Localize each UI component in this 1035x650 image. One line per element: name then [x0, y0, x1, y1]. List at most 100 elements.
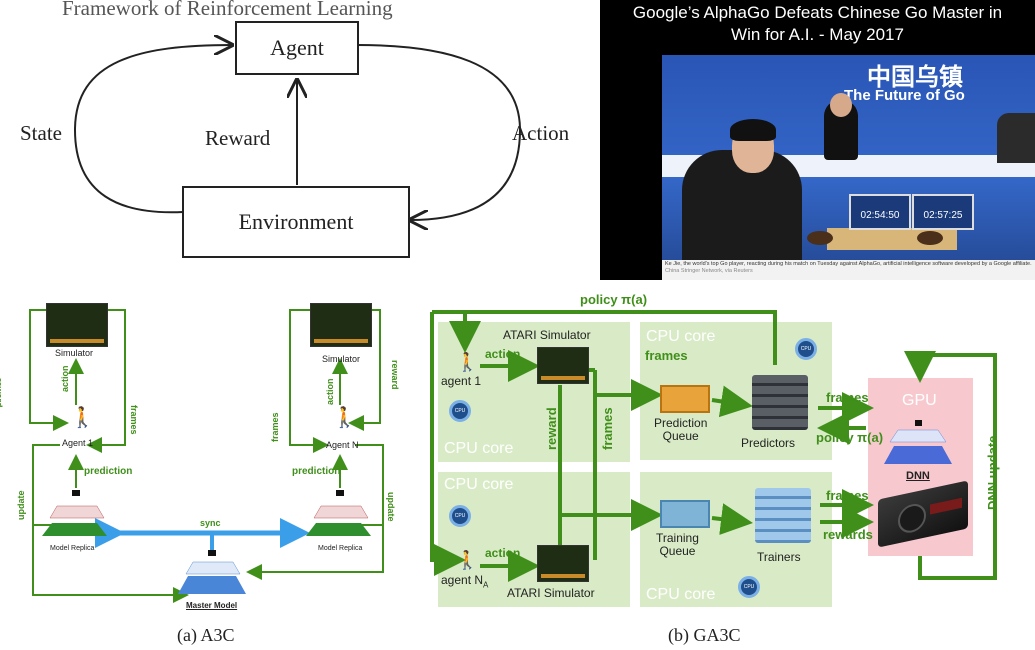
a3c-simulator-right-screen [310, 303, 372, 347]
cpu-chip-1-text: CPU [454, 408, 466, 414]
alphago-news-panel: Google’s AlphaGo Defeats Chinese Go Mast… [600, 0, 1035, 280]
news-photo: 中国乌镇 The Future of Go 02:54:50 02:57:25 … [662, 55, 1035, 280]
ga3c-cpu-core-2-label: CPU core [646, 328, 716, 345]
ga3c-action-top-label: action [485, 347, 521, 361]
ga3c-cpu-chip-2: CPU [795, 338, 817, 360]
ga3c-predictors-icon [752, 375, 808, 430]
ga3c-gpu-label: GPU [902, 392, 937, 409]
a3c-model-replica-right-label: Model Replica [318, 545, 363, 552]
a3c-action-right-label: action [325, 378, 335, 405]
ga3c-frames-to-gpu-label: frames [826, 390, 869, 405]
headline-line-2: Win for A.I. - May 2017 [731, 25, 904, 44]
environment-box: Environment [182, 186, 410, 258]
a3c-agent-1-icon: 🚶 [70, 407, 95, 429]
ga3c-atari-bottom-label: ATARI Simulator [507, 586, 595, 600]
training-queue-line-1: Training [656, 531, 699, 545]
rl-diagram-arrows [73, 0, 522, 270]
clock-right-time: 02:57:25 [923, 210, 963, 221]
ga3c-atari-bottom-screen [537, 545, 589, 582]
ga3c-cpu-chip-4: CPU [738, 576, 760, 598]
a3c-reward-right-label: reward [390, 360, 400, 390]
ga3c-agent-na-icon: 🚶 [456, 550, 479, 570]
cpu-chip-3-text: CPU [454, 513, 466, 519]
ga3c-cpu-core-3-label: CPU core [444, 476, 514, 493]
ga3c-cpu-core-4-label: CPU core [646, 586, 716, 603]
ga3c-cpu-core-1-label: CPU core [444, 440, 514, 457]
ga3c-trainers-label: Trainers [757, 550, 801, 564]
clock-right: 02:57:25 [912, 194, 974, 230]
a3c-reward-left-label: reward [0, 378, 4, 408]
agent-na-text: agent N [441, 573, 484, 587]
agent-label: Agent [270, 35, 324, 60]
gpu-card-fan [898, 501, 926, 536]
ga3c-dnn-icon [884, 420, 952, 464]
ga3c-cpu-core-panel-1: CPU core [438, 322, 630, 462]
a3c-simulator-left-screen [46, 303, 108, 347]
photo-caption: Ke Jie, the world's top Go player, react… [665, 261, 1032, 267]
ga3c-cpu-core-panel-3: CPU core [438, 472, 630, 607]
photo-credit: China Stringer Network, via Reuters [665, 268, 753, 274]
player-body [682, 150, 802, 280]
rl-title: Framework of Reinforcement Learning [62, 0, 393, 20]
ga3c-action-bottom-label: action [485, 546, 521, 560]
photo-caption-strip: Ke Jie, the world's top Go player, react… [662, 260, 1035, 280]
reward-label: Reward [205, 126, 271, 150]
ga3c-dnn-update-label: DNN update [985, 435, 1000, 510]
ga3c-dnn-label: DNN [906, 470, 930, 482]
ga3c-caption: (b) GA3C [668, 625, 741, 645]
prediction-queue-line-1: Prediction [654, 416, 708, 430]
ga3c-prediction-queue-label: Prediction Queue [654, 417, 707, 443]
clock-left-time: 02:54:50 [860, 210, 900, 221]
action-label: Action [512, 121, 570, 145]
a3c-agent-n-icon: 🚶 [332, 407, 357, 429]
ga3c-frames-to-gpu-2-label: frames [826, 488, 869, 503]
news-headline: Google’s AlphaGo Defeats Chinese Go Mast… [600, 2, 1035, 46]
go-bowl-left [807, 231, 833, 245]
ga3c-diagram-lines [430, 310, 997, 582]
agent-box: Agent [235, 21, 359, 75]
a3c-model-replica-right-icon [306, 490, 371, 536]
ga3c-agent-1-label: agent 1 [441, 374, 482, 388]
a3c-update-right-label: update [386, 492, 396, 522]
ga3c-rewards-label: rewards [823, 527, 873, 542]
ga3c-agent-1-icon: 🚶 [456, 352, 479, 372]
ga3c-reward-label: reward [544, 407, 559, 450]
ga3c-training-queue-label: Training Queue [656, 532, 699, 558]
player-hair [730, 119, 776, 141]
gpu-card-stripe [930, 497, 962, 515]
official-figure [997, 113, 1035, 163]
environment-label: Environment [238, 209, 354, 234]
ga3c-policy-from-gpu-label: policy π(a) [816, 430, 884, 445]
ga3c-atari-top-label: ATARI Simulator [503, 328, 591, 342]
ga3c-cpu-chip-3: CPU [449, 505, 471, 527]
a3c-simulator-right-label: Simulator [322, 354, 361, 364]
go-bowl-right [917, 231, 943, 245]
a3c-agent-1-label: Agent 1 [62, 438, 94, 448]
referee-head [830, 93, 852, 117]
ga3c-policy-top-label: policy π(a) [580, 292, 648, 307]
ga3c-training-queue-icon [660, 500, 710, 528]
ga3c-frames-vertical-label: frames [600, 407, 615, 450]
a3c-master-model-label: Master Model [186, 601, 238, 610]
a3c-master-model-icon [178, 550, 246, 594]
ga3c-predictors-label: Predictors [741, 436, 796, 450]
cpu-chip-4-text: CPU [743, 584, 755, 590]
a3c-sync-label: sync [200, 518, 221, 528]
training-queue-line-2: Queue [659, 544, 696, 558]
ga3c-agent-na-label: agent NA [441, 573, 488, 589]
clock-left: 02:54:50 [849, 194, 911, 230]
a3c-simulator-left-label: Simulator [55, 348, 94, 358]
banner-en: The Future of Go [844, 87, 965, 104]
a3c-prediction-right-label: prediction [292, 466, 341, 477]
a3c-prediction-left-label: prediction [84, 466, 133, 477]
state-label: State [20, 121, 62, 145]
prediction-queue-line-2: Queue [662, 429, 699, 443]
ga3c-atari-top-screen [537, 347, 589, 384]
ga3c-cpu-chip-1: CPU [449, 400, 471, 422]
a3c-agent-n-label: Agent N [326, 440, 359, 450]
a3c-frames-left-label: frames [129, 405, 139, 435]
a3c-model-replica-left-label: Model Replica [50, 545, 95, 552]
cpu-chip-2-text: CPU [800, 346, 812, 352]
a3c-model-replica-left-icon [42, 490, 107, 536]
ga3c-trainers-icon [755, 488, 811, 543]
